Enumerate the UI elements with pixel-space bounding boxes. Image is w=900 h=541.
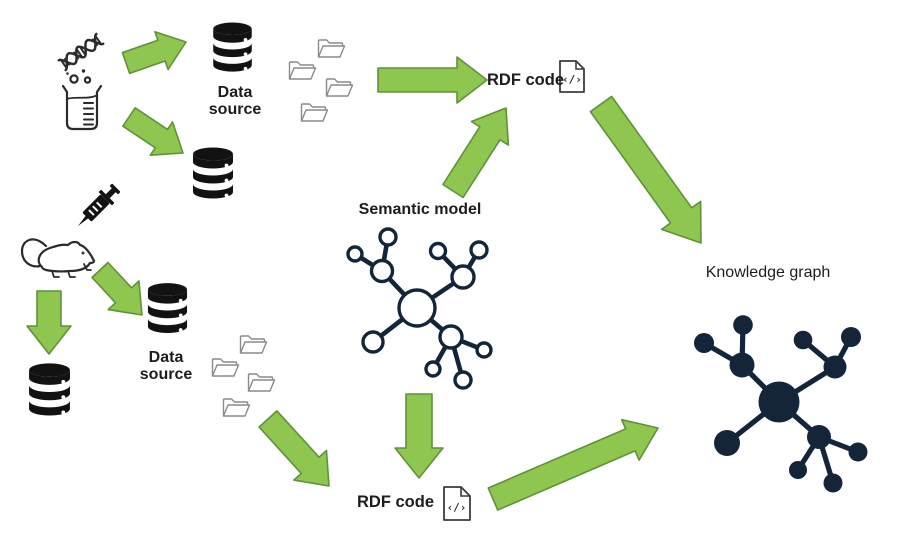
arrow-rdf-top-to-knowledge-graph — [589, 95, 702, 244]
graph-node — [378, 227, 398, 247]
folder-icon — [247, 373, 276, 392]
folder-icon — [288, 61, 317, 80]
beaker-icon — [61, 69, 103, 131]
graph-node — [733, 315, 753, 335]
folder-icon — [325, 78, 354, 97]
arrow-experiment-to-database2 — [122, 107, 184, 156]
folder-icon — [211, 358, 240, 377]
code-file-icon: ‹/› — [443, 486, 471, 521]
graph-node — [428, 241, 448, 261]
database-icon — [213, 22, 252, 72]
graph-node — [469, 240, 489, 260]
arrow-semantic-to-rdf-top — [442, 107, 510, 199]
arrow-semantic-to-rdf-bottom — [394, 393, 444, 479]
data-source-label-bottom: Data source — [139, 349, 193, 383]
arrow-folders-to-rdf-bottom — [258, 410, 330, 487]
graph-node — [714, 430, 740, 456]
graph-node — [758, 381, 800, 423]
graph-node — [361, 330, 385, 354]
folder-icon — [317, 39, 346, 58]
bubble — [83, 76, 92, 84]
graph-node — [369, 258, 395, 284]
knowledge-graph-label: Knowledge graph — [705, 264, 831, 281]
code-file-icon: ‹/› — [559, 60, 585, 93]
arrow-rdf-bottom-to-knowledge-graph — [487, 418, 659, 511]
rdf-code-label-bottom: RDF code — [357, 493, 435, 511]
dna-icon — [57, 32, 105, 72]
graph-node — [789, 461, 807, 479]
data-source-label-top: Data source — [208, 84, 262, 118]
graph-node — [823, 473, 843, 493]
graph-node — [823, 355, 847, 379]
database-icon — [147, 283, 188, 333]
mouse-nose — [92, 258, 95, 262]
graph-node — [793, 330, 813, 350]
graph-node — [848, 442, 868, 462]
graph-node — [346, 245, 364, 263]
arrow-folders-to-rdf-top — [377, 56, 488, 104]
arrow-experiment-to-datasource1 — [121, 30, 187, 75]
graph-node — [438, 324, 464, 350]
arrow-mouse-to-datasource2 — [91, 261, 143, 316]
folder-icon — [239, 335, 268, 354]
mouse-eye — [81, 251, 85, 255]
graph-node — [729, 352, 755, 378]
graph-node — [450, 264, 476, 290]
semantic-model-label: Semantic model — [358, 201, 482, 218]
code-glyph: ‹/› — [447, 501, 467, 514]
rdf-code-label-top: RDF code — [487, 71, 565, 89]
folder-icon — [300, 103, 329, 122]
graph-node — [694, 333, 714, 353]
graph-node — [841, 327, 861, 347]
database-icon — [193, 147, 233, 199]
graph-node — [453, 370, 473, 390]
semantic-model-graph-icon — [346, 227, 493, 390]
graph-node — [424, 360, 442, 378]
graph-node — [397, 288, 437, 328]
mouse-icon — [20, 238, 96, 278]
bubble — [81, 69, 86, 73]
bubble — [66, 72, 69, 75]
graph-node — [807, 425, 831, 449]
bubble — [69, 74, 79, 84]
graph-node — [475, 341, 493, 359]
syringe-icon — [78, 183, 121, 226]
knowledge-graph-icon — [694, 315, 868, 493]
arrow-mouse-to-database5 — [26, 290, 72, 355]
code-glyph: ‹/› — [562, 73, 582, 86]
folder-icon — [222, 398, 251, 417]
database-icon — [29, 363, 70, 416]
